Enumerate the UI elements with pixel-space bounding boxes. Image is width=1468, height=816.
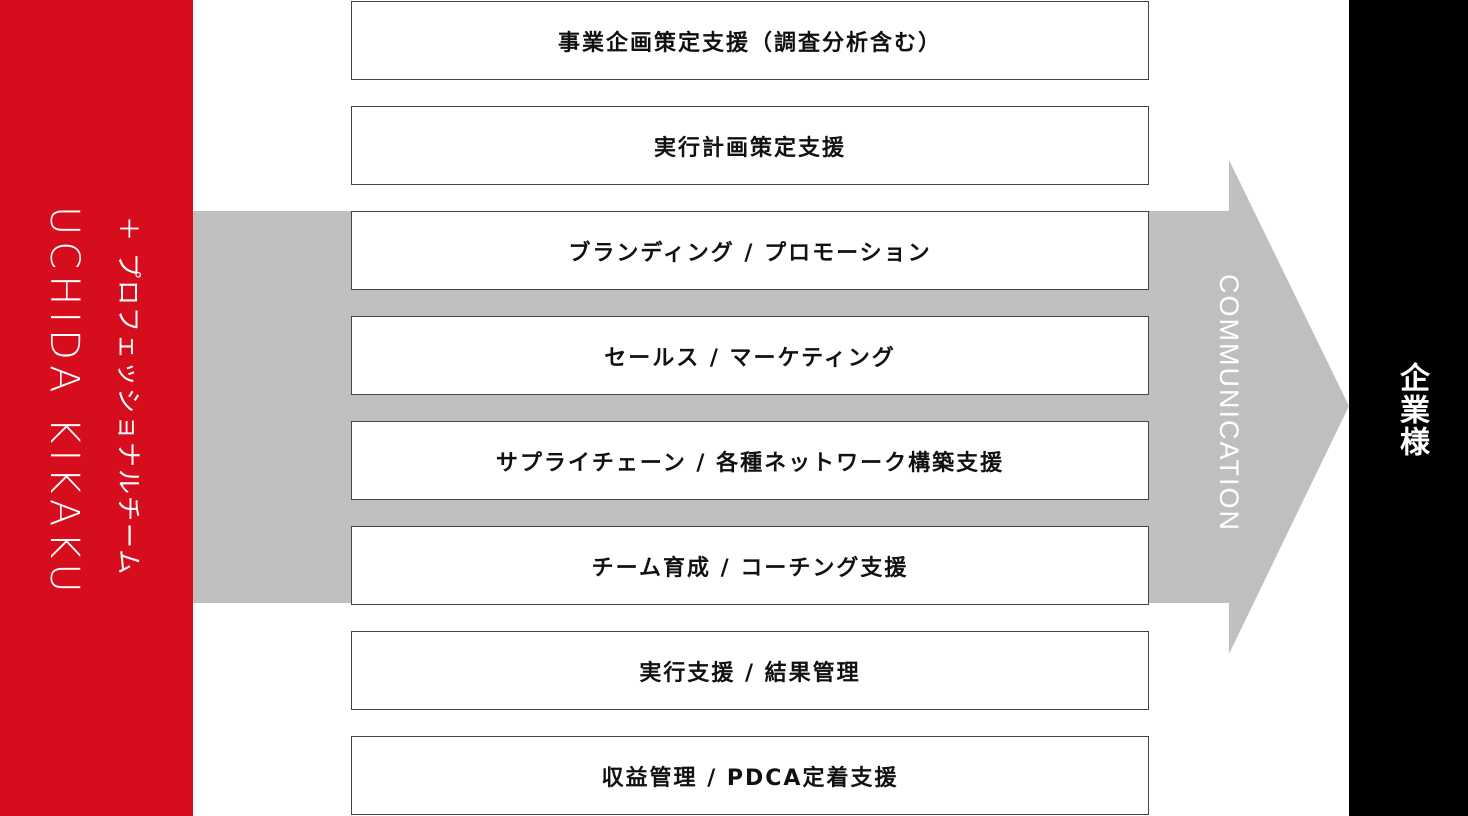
provider-panel [0,0,193,816]
service-box: 収益管理 / PDCA定着支援 [351,736,1149,815]
service-label: サプライチェーン / 各種ネットワーク構築支援 [495,450,1005,476]
service-label: セールス / マーケティング [604,345,896,371]
service-box: 実行支援 / 結果管理 [351,631,1149,710]
service-label: 収益管理 / PDCA定着支援 [601,765,899,791]
service-label: 実行計画策定支援 [653,135,846,161]
service-box: サプライチェーン / 各種ネットワーク構築支援 [351,421,1149,500]
service-label: ブランディング / プロモーション [568,240,932,266]
service-box: 実行計画策定支援 [351,106,1149,185]
service-box: 事業企画策定支援（調査分析含む） [351,1,1149,80]
service-label: 事業企画策定支援（調査分析含む） [557,30,942,56]
service-box: ブランディング / プロモーション [351,211,1149,290]
client-label: 企業様 [1394,362,1429,458]
communication-label: COMMUNICATION [1214,274,1244,532]
service-label: チーム育成 / コーチング支援 [591,555,909,581]
service-label: 実行支援 / 結果管理 [639,660,861,686]
client-panel [1349,0,1468,816]
service-box: セールス / マーケティング [351,316,1149,395]
service-box: チーム育成 / コーチング支援 [351,526,1149,605]
